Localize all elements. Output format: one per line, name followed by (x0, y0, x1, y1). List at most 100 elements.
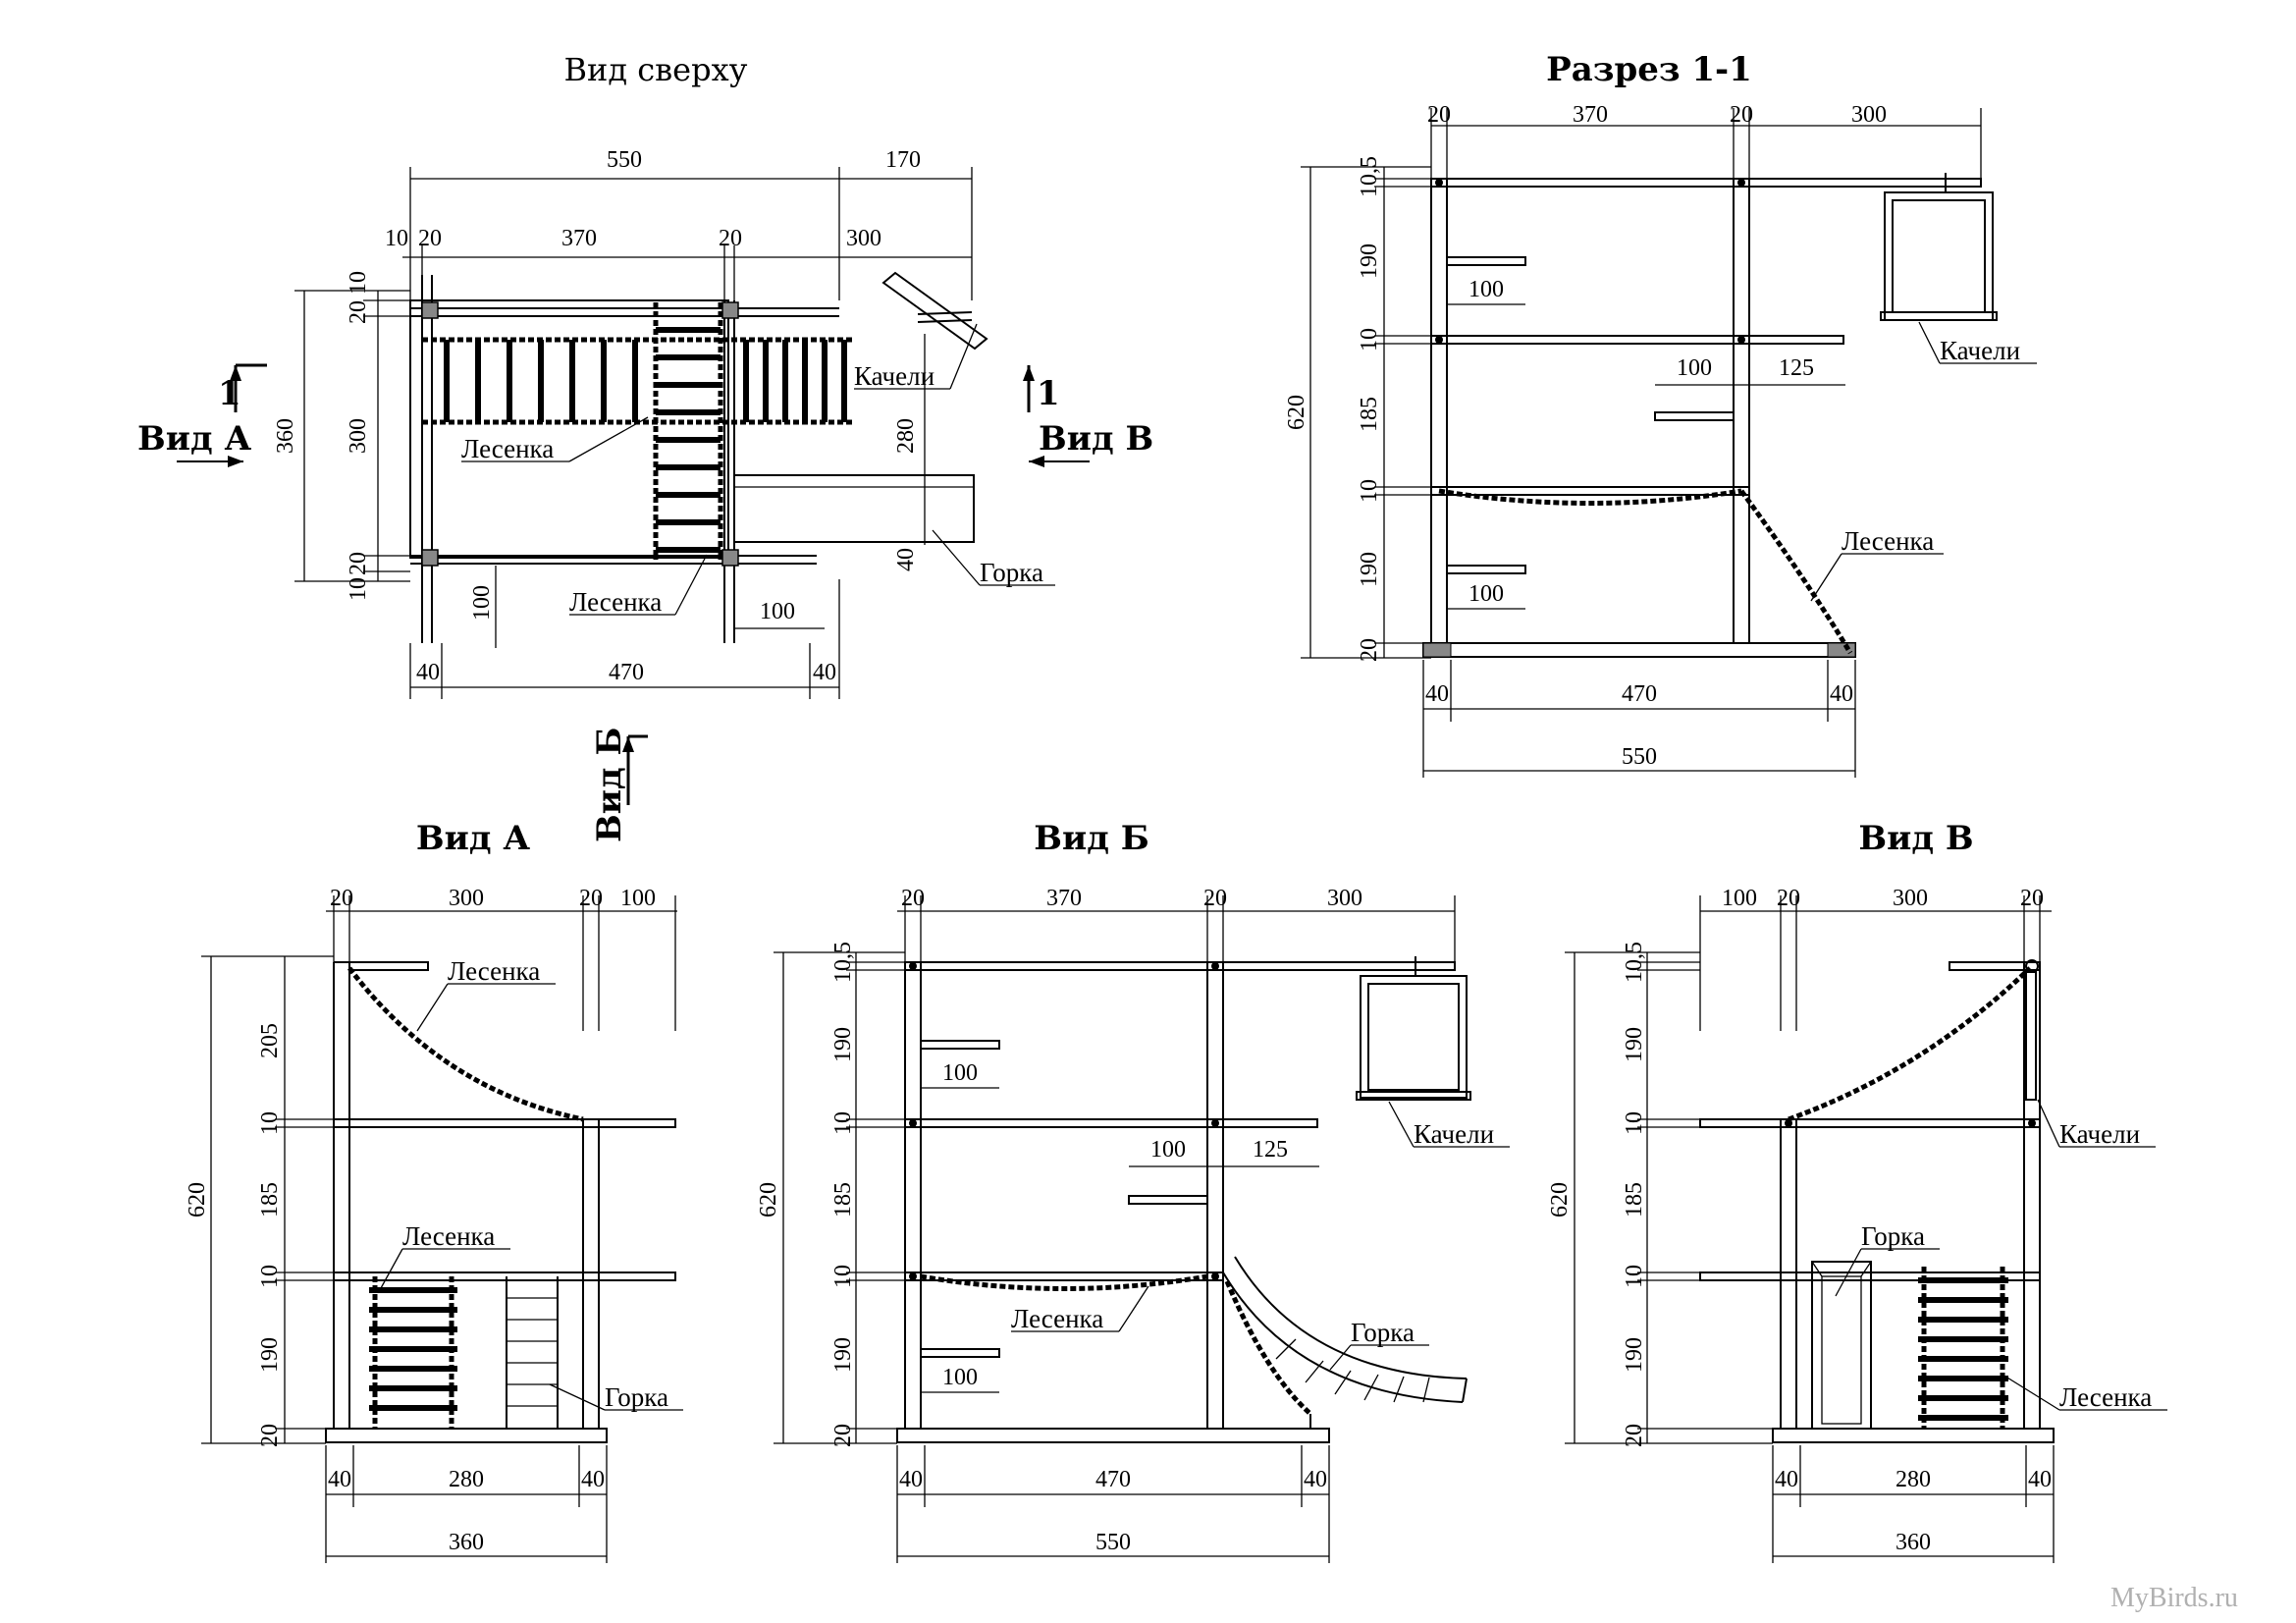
dim: 470 (609, 660, 644, 685)
dim: 185 (830, 1182, 856, 1217)
dim: 360 (273, 418, 298, 454)
label-swing: Качели (1940, 336, 2020, 365)
dim: 40 (416, 660, 440, 685)
dim: 20 (1203, 886, 1227, 911)
dim: 40 (899, 1467, 923, 1492)
dim: 620 (1547, 1182, 1573, 1217)
watermark: MyBirds.ru (2110, 1583, 2238, 1613)
dim: 185 (257, 1182, 283, 1217)
dim: 20 (1357, 638, 1382, 662)
dim: 190 (830, 1027, 856, 1062)
dim: 550 (1095, 1530, 1131, 1555)
corner-post (421, 549, 439, 567)
dim: 620 (1284, 395, 1309, 430)
dim: 300 (449, 886, 484, 911)
dim: 125 (1253, 1137, 1288, 1163)
view-b-title: Вид Б (1034, 819, 1149, 858)
section-shelf (1654, 411, 1735, 421)
dim: 300 (1851, 102, 1887, 128)
dim: 10,5 (1622, 942, 1647, 983)
dim: 10 (385, 226, 408, 251)
view-v-base (1772, 1428, 2055, 1443)
dim: 300 (1893, 886, 1928, 911)
dim: 100 (942, 1365, 978, 1390)
dim: 10,5 (830, 942, 856, 983)
view-v-dimensions (1565, 895, 2055, 1563)
view-v-slide (1811, 1261, 1872, 1430)
section-mark-left: 1 Вид А (137, 363, 267, 467)
label-slide: Горка (1351, 1318, 1415, 1347)
top-frame (409, 299, 729, 559)
view-b-swing (1356, 956, 1471, 1101)
section-shelf (1446, 256, 1526, 266)
dim: 300 (846, 226, 881, 251)
dim: 20 (901, 886, 925, 911)
dim: 40 (2028, 1467, 2052, 1492)
label-slide: Горка (980, 558, 1043, 587)
view-mark-v: Вид В (1039, 419, 1153, 459)
dim: 370 (1573, 102, 1608, 128)
dim: 185 (1357, 397, 1382, 432)
dim: 40 (813, 660, 836, 685)
section-low-beam (1430, 486, 1750, 496)
dim: 20 (830, 1424, 856, 1447)
dim: 10 (1357, 479, 1382, 503)
label-ladder: Лесенка (2059, 1382, 2152, 1412)
dim: 20 (346, 552, 371, 575)
section-mid-beam (1430, 335, 1844, 345)
top-view: Вид сверху (137, 51, 1153, 842)
dim: 20 (1730, 102, 1753, 128)
dim: 10 (830, 1265, 856, 1288)
label-slide: Горка (605, 1382, 668, 1412)
dim: 205 (257, 1023, 283, 1058)
dim: 300 (346, 418, 371, 454)
label-slide: Горка (1861, 1221, 1925, 1251)
label-ladder: Лесенка (448, 956, 540, 986)
slide-top-view (733, 474, 975, 543)
dim: 20 (1427, 102, 1451, 128)
section-mark-right: 1 Вид В (1023, 365, 1153, 467)
view-v-chain (1788, 966, 2032, 1122)
dim: 470 (1095, 1467, 1131, 1492)
label-ladder: Лесенка (1011, 1304, 1103, 1333)
dim: 40 (1830, 681, 1853, 707)
dim: 10,5 (1357, 156, 1382, 197)
view-a-base (325, 1428, 608, 1443)
view-v-mid-beam (1699, 1118, 2041, 1128)
view-b-shelf (1128, 1195, 1208, 1205)
view-b-slide (1222, 1256, 1468, 1429)
view-a-top-shelf (348, 961, 429, 971)
view-v-top-shelf (1949, 961, 2041, 971)
ladder-vertical-top (653, 302, 723, 560)
dim: 20 (346, 300, 371, 324)
dim: 190 (1622, 1027, 1647, 1062)
rope-ladder-top (422, 337, 854, 425)
view-b: Вид Б (756, 819, 1510, 1563)
dim: 190 (257, 1337, 283, 1373)
section-chain-ladder (1438, 488, 1742, 506)
dim: 620 (185, 1182, 210, 1217)
label-ladder: Лесенка (569, 587, 662, 617)
view-b-base (896, 1428, 1330, 1443)
dim: 170 (885, 147, 921, 173)
corner-post (721, 301, 739, 319)
dim: 20 (418, 226, 442, 251)
dim: 10 (1622, 1111, 1647, 1135)
dim: 125 (1779, 355, 1814, 381)
dim: 620 (756, 1182, 781, 1217)
view-a-dimensions (201, 895, 677, 1563)
dim: 280 (893, 418, 919, 454)
dim: 100 (942, 1060, 978, 1086)
dim: 20 (1622, 1424, 1647, 1447)
view-v-title: Вид В (1858, 819, 1973, 858)
dim: 20 (1777, 886, 1800, 911)
dim: 550 (1622, 744, 1657, 770)
top-view-title: Вид сверху (564, 51, 748, 88)
dim: 20 (579, 886, 603, 911)
dim: 100 (1677, 355, 1712, 381)
dim: 20 (719, 226, 742, 251)
dim: 190 (1357, 552, 1382, 587)
dim: 10 (1357, 328, 1382, 352)
dim: 100 (1468, 277, 1504, 302)
